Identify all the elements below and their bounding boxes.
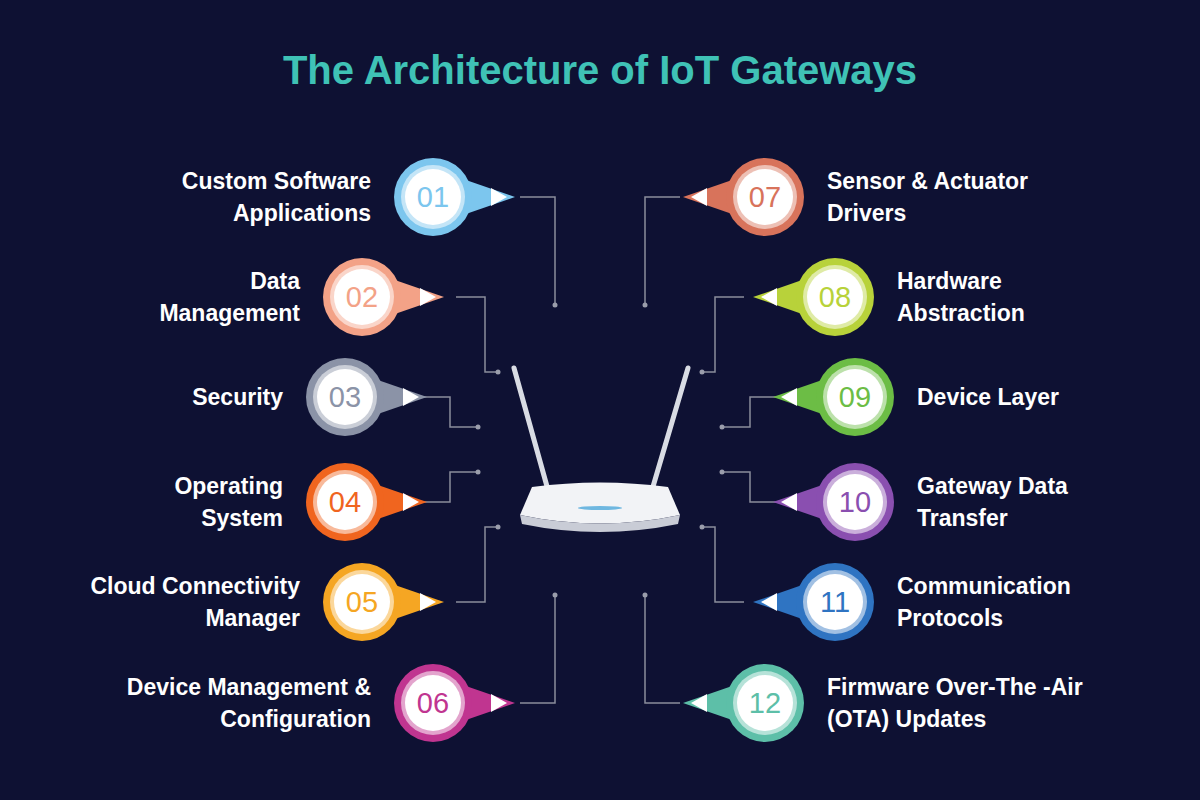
callout-label: Cloud Connectivity Manager (30, 570, 300, 634)
router (514, 368, 688, 532)
callout-number: 09 (815, 357, 895, 437)
callout-label: Hardware Abstraction (897, 265, 1097, 329)
callout-number: 12 (725, 663, 805, 743)
callout-shape (765, 462, 895, 542)
callout-shape (745, 257, 875, 337)
callout-number: 03 (305, 357, 385, 437)
callout-label: Data Management (110, 265, 300, 329)
callout-number: 07 (725, 157, 805, 237)
callout-circle: 11Communication Protocols (795, 562, 875, 642)
leader-line (702, 527, 744, 602)
callout-circle: 03Security (305, 357, 385, 437)
callout-shape (305, 462, 435, 542)
callout-circle: 02Data Management (322, 257, 402, 337)
callout-circle: 10Gateway Data Transfer (815, 462, 895, 542)
leader-line (456, 527, 498, 602)
callout-label: Firmware Over-The -Air (OTA) Updates (827, 671, 1097, 735)
leader-line (645, 595, 680, 703)
diagram-title: The Architecture of IoT Gateways (0, 48, 1200, 93)
callout-circle: 09Device Layer (815, 357, 895, 437)
callout-shape (322, 257, 452, 337)
callout-shape (393, 157, 523, 237)
callout-shape (675, 663, 805, 743)
leader-line (702, 297, 744, 372)
callout-shape (393, 663, 523, 743)
callout-label: Gateway Data Transfer (917, 470, 1117, 534)
callout-number: 01 (393, 157, 473, 237)
callout-circle: 12Firmware Over-The -Air (OTA) Updates (725, 663, 805, 743)
callout-label: Communication Protocols (897, 570, 1127, 634)
callout-label: Custom Software Applications (121, 165, 371, 229)
callout-shape (675, 157, 805, 237)
leader-line (722, 472, 780, 502)
callout-circle: 01Custom Software Applications (393, 157, 473, 237)
callout-circle: 05Cloud Connectivity Manager (322, 562, 402, 642)
callout-number: 02 (322, 257, 402, 337)
leader-line (420, 397, 478, 427)
callout-label: Security (83, 381, 283, 413)
callout-label: Device Layer (917, 381, 1167, 413)
leader-line (520, 595, 555, 703)
leader-line (420, 472, 478, 502)
callout-number: 04 (305, 462, 385, 542)
callout-label: Sensor & Actuator Drivers (827, 165, 1077, 229)
callout-number: 08 (795, 257, 875, 337)
leader-line (520, 197, 555, 305)
callout-number: 10 (815, 462, 895, 542)
leader-line (645, 197, 680, 305)
callout-circle: 06Device Management & Configuration (393, 663, 473, 743)
callout-shape (745, 562, 875, 642)
callout-shape (305, 357, 435, 437)
callout-shape (322, 562, 452, 642)
callout-shape (765, 357, 895, 437)
callout-number: 06 (393, 663, 473, 743)
leader-line (722, 397, 780, 427)
callout-circle: 08Hardware Abstraction (795, 257, 875, 337)
callout-label: Device Management & Configuration (126, 671, 371, 735)
callout-number: 05 (322, 562, 402, 642)
leader-line (456, 297, 498, 372)
callout-label: Operating System (123, 470, 283, 534)
callout-number: 11 (795, 562, 875, 642)
callout-circle: 07Sensor & Actuator Drivers (725, 157, 805, 237)
callout-circle: 04Operating System (305, 462, 385, 542)
